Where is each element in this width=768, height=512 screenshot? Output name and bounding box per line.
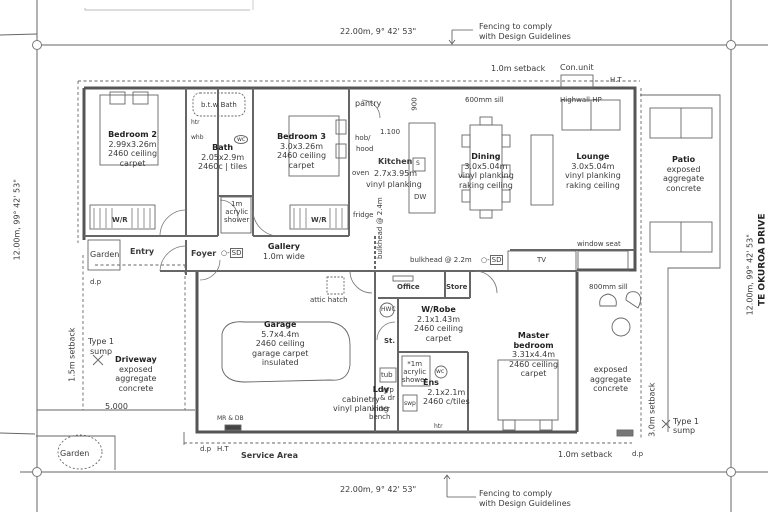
room-ensuite: Ens 2.1x2.1m 2460 c/tiles bbox=[423, 378, 470, 406]
bath-wc-icon: wc bbox=[234, 135, 249, 144]
left-boundary-dimension: 12.00m, 99° 42' 53" bbox=[12, 179, 22, 261]
kitchen-floor: vinyl planking bbox=[366, 180, 422, 189]
bath-shower: 1m acrylic shower bbox=[224, 200, 250, 224]
ensuite-shower: *1m acrylic shower bbox=[402, 360, 428, 384]
smoke-detector-icon: SD bbox=[229, 248, 244, 258]
downpipe-bottom-right: d.p bbox=[632, 450, 644, 458]
sill-600-label: 600mm sill bbox=[465, 96, 504, 104]
kitchen-hood-label: hood bbox=[356, 145, 374, 153]
sill-800-label: 800mm sill bbox=[589, 283, 628, 291]
swp-label: swp bbox=[404, 400, 416, 407]
room-gallery: Gallery 1.0m wide bbox=[263, 242, 305, 261]
hot-water-cylinder: HWC bbox=[381, 306, 396, 313]
bedroom-3-wardrobe: W/R bbox=[311, 216, 327, 224]
lounge-tv: TV bbox=[537, 256, 547, 264]
setback-right: 3.0m setback bbox=[647, 382, 657, 437]
top-boundary-dimension: 22.00m, 9° 42' 53" bbox=[340, 27, 417, 36]
garden-front-label: Garden bbox=[90, 250, 120, 259]
room-bedroom-3: Bedroom 3 3.0x3.26m 2460 ceiling carpet bbox=[277, 132, 327, 170]
sump-left-label: Type 1 sump bbox=[88, 337, 115, 356]
room-master-bedroom: Master bedroom 3.31x4.4m 2460 ceiling ca… bbox=[509, 331, 559, 378]
ensuite-wc: wc bbox=[436, 368, 445, 375]
laundry-under-bench: under bench bbox=[369, 405, 391, 421]
room-store: Store bbox=[446, 283, 468, 291]
bath-tub-label: b.t.w Bath bbox=[201, 101, 237, 109]
kitchen-dim-900: 900 bbox=[410, 97, 419, 111]
kitchen-dim-1100: 1.100 bbox=[380, 128, 401, 136]
kitchen-dishwasher-label: DW bbox=[414, 193, 427, 201]
foyer-smoke-detector: ○-SD bbox=[221, 248, 244, 258]
laundry-wp-dr: w/p & dr bbox=[380, 386, 396, 402]
driveway-width: 5.000 bbox=[105, 402, 128, 411]
kitchen-oven-label: oven bbox=[352, 169, 370, 177]
kitchen-fridge-label: fridge bbox=[353, 211, 374, 219]
bulkhead-smoke-detector: ○-SD bbox=[481, 255, 504, 265]
side-yard-label: exposed aggregate concrete bbox=[590, 365, 632, 393]
ensuite-heater: htr bbox=[434, 423, 443, 430]
right-boundary-dimension: 12.00m, 99° 42' 53" bbox=[745, 234, 755, 316]
highwall-hp-label: Highwall HP bbox=[560, 96, 602, 104]
kitchen-bulkhead: bulkhead @ 2.4m bbox=[376, 197, 384, 259]
garden-corner-label: Garden bbox=[60, 449, 90, 458]
room-garage: Garage 5.7x4.4m 2460 ceiling garage carp… bbox=[252, 320, 309, 367]
driveway-label: Driveway exposed aggregate concrete bbox=[115, 355, 157, 393]
patio-label: Patio exposed aggregate concrete bbox=[663, 155, 705, 193]
room-foyer: Foyer bbox=[191, 249, 217, 258]
hot-tap-top: H.T bbox=[610, 76, 622, 84]
room-bath: Bath 2.05x2.9m 2460c | tiles bbox=[198, 143, 248, 171]
room-office: Office bbox=[397, 283, 420, 291]
attic-hatch-label: attic hatch bbox=[310, 296, 348, 304]
room-entry: Entry bbox=[130, 247, 155, 256]
bath-basin-label: whb bbox=[191, 134, 204, 141]
setback-top: 1.0m setback bbox=[491, 64, 546, 73]
room-laundry: Ldy cabinetry vinyl planking bbox=[333, 385, 389, 413]
mr-db-label: MR & DB bbox=[217, 415, 244, 422]
downpipe-bottom-left: d.p bbox=[200, 445, 212, 453]
laundry-tub: tub bbox=[381, 371, 393, 379]
setback-left: 1.5m setback bbox=[67, 327, 77, 382]
lounge-window-seat: window seat bbox=[577, 240, 621, 248]
fencing-note-bottom: Fencing to comply with Design Guidelines bbox=[479, 489, 571, 508]
sump-right-label: Type 1 sump bbox=[673, 417, 700, 435]
room-lounge: Lounge 3.0x5.04m vinyl planking raking c… bbox=[565, 152, 621, 190]
kitchen-sink-label: S bbox=[416, 160, 420, 167]
hot-tap-bottom: H.T bbox=[217, 445, 229, 453]
storage-cupboard: St. bbox=[384, 337, 396, 345]
kitchen-pantry-label: pantry bbox=[355, 99, 382, 108]
downpipe-left: d.p bbox=[90, 278, 102, 286]
bedroom-2-wardrobe: W/R bbox=[112, 216, 128, 224]
kitchen-name: Kitchen bbox=[378, 157, 413, 166]
bath-heater-label: htr bbox=[191, 119, 200, 126]
kitchen-hob-label: hob/ bbox=[355, 134, 371, 142]
street-name: TE OKUROA DRIVE bbox=[757, 213, 768, 307]
room-dining: Dining 3.0x5.04m vinyl planking raking c… bbox=[458, 152, 514, 190]
room-wrobe: W/Robe 2.1x1.43m 2460 ceiling carpet bbox=[414, 305, 464, 343]
setback-bottom: 1.0m setback bbox=[558, 450, 613, 459]
con-unit-label: Con.unit bbox=[560, 63, 594, 72]
room-bedroom-2: Bedroom 2 2.99x3.26m 2460 ceiling carpet bbox=[108, 130, 158, 168]
bulkhead-2-2: bulkhead @ 2.2m bbox=[410, 256, 472, 264]
bottom-boundary-dimension: 22.00m, 9° 42' 53" bbox=[340, 485, 417, 494]
service-area-label: Service Area bbox=[241, 451, 299, 460]
kitchen-size: 2.7x3.95m bbox=[374, 169, 418, 178]
smoke-detector-icon: SD bbox=[489, 255, 504, 265]
fencing-note-top: Fencing to comply with Design Guidelines bbox=[479, 22, 571, 41]
